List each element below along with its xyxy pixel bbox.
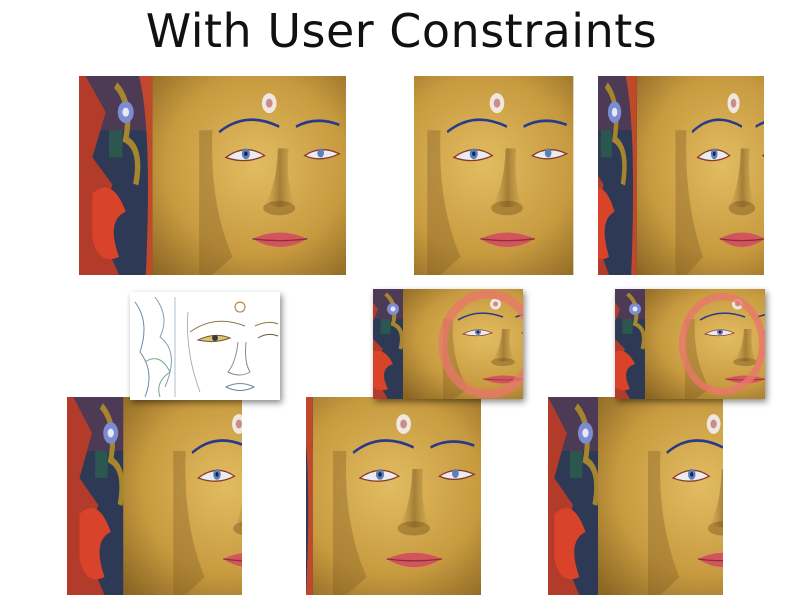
original-image xyxy=(79,76,346,275)
edge-map-inset xyxy=(130,292,280,400)
retargeted-image-no-constraint xyxy=(414,76,580,275)
result-image-middle xyxy=(306,388,481,595)
result-image-right xyxy=(548,388,723,595)
result-image-left xyxy=(67,388,242,595)
slide-title: With User Constraints xyxy=(145,4,658,58)
user-mask-inset-1 xyxy=(373,289,523,399)
retargeted-image-with-constraint xyxy=(598,76,764,275)
user-mask-inset-2 xyxy=(615,289,765,399)
